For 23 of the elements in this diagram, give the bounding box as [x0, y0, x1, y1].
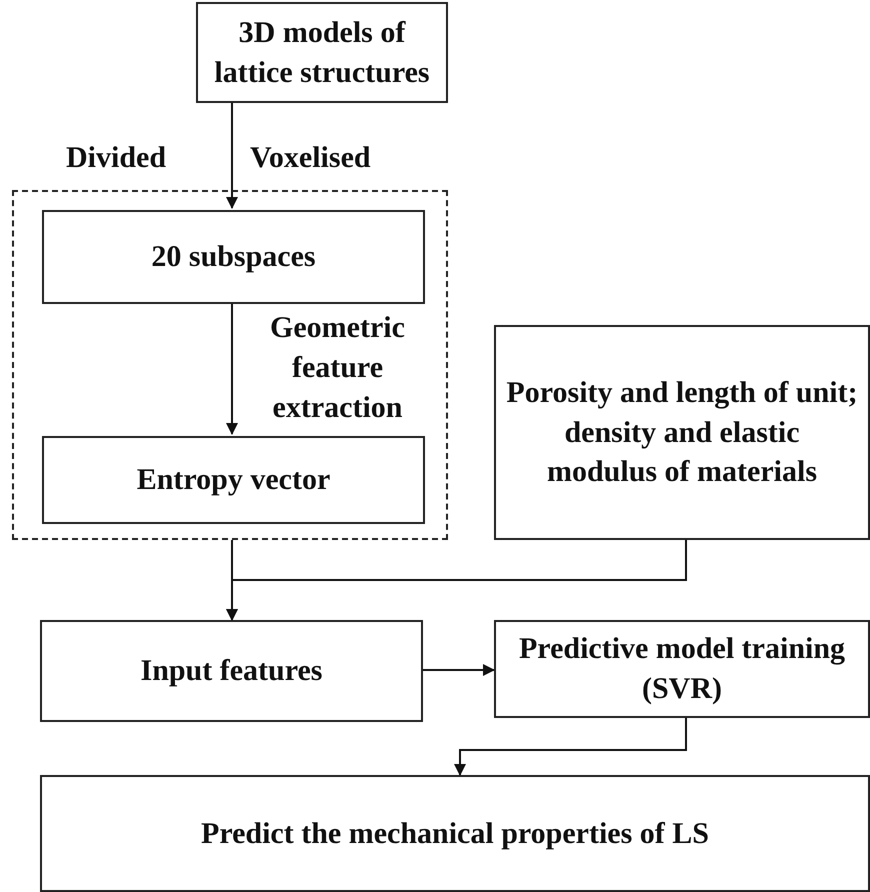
process-box: [40, 775, 870, 892]
box-text: Porosity and length of unit; density and elastic modulus of materials: [506, 374, 858, 490]
box-text: Input features: [140, 653, 322, 690]
box-text: 3D models of lattice structures: [213, 14, 431, 90]
arrow: [226, 540, 687, 621]
box-text: Predictive model training (SVR): [518, 631, 846, 707]
arrow: [226, 302, 238, 435]
process-box: [42, 210, 425, 304]
box-text: 20 subspaces: [151, 239, 316, 276]
box-text: Predict the mechanical properties of LS: [201, 816, 709, 852]
process-box: [494, 620, 870, 718]
step-label: Divided: [66, 140, 168, 176]
process-box: [42, 436, 425, 524]
process-box: [494, 325, 870, 540]
arrow: [226, 103, 238, 209]
arrow: [454, 718, 687, 776]
step-label: Voxelised: [250, 140, 372, 176]
arrow: [423, 664, 495, 676]
edge-label: Geometric feature extraction: [269, 310, 406, 426]
box-text: Entropy vector: [136, 462, 330, 498]
dashed-group-box: [12, 190, 448, 540]
process-box: [40, 620, 423, 722]
process-box: [196, 2, 448, 103]
